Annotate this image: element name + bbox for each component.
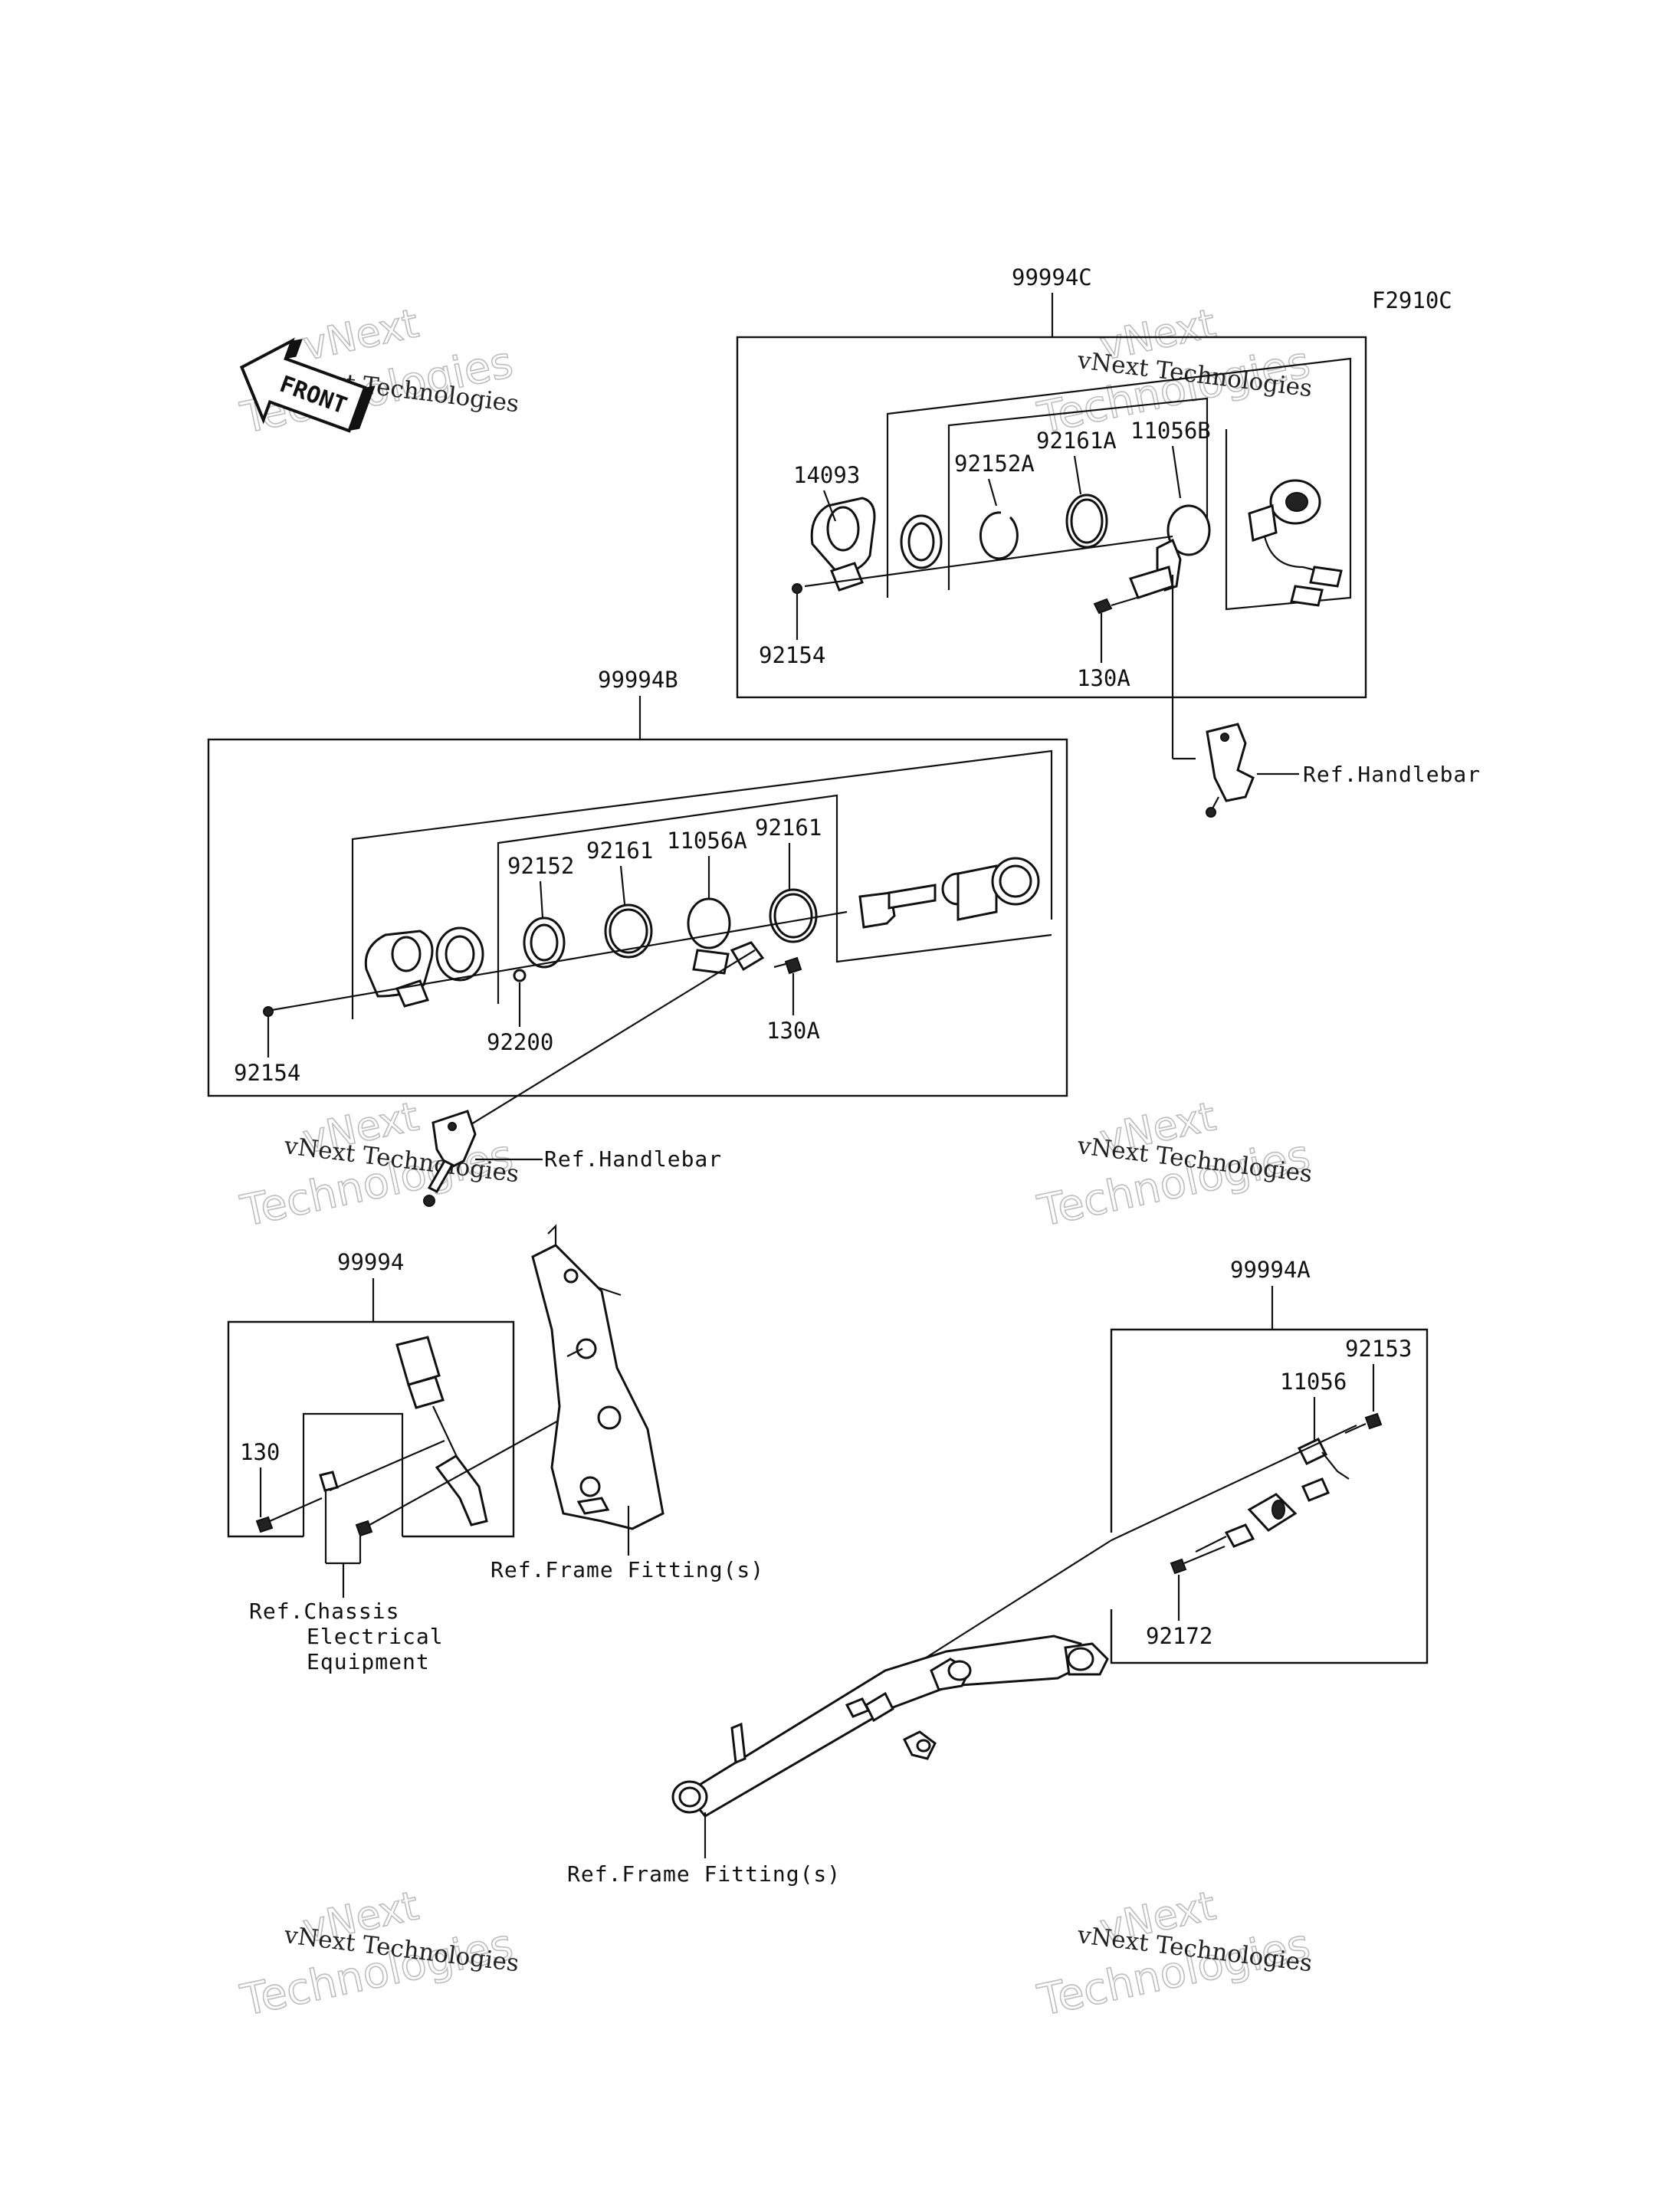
label-130A-b: 130A	[766, 1018, 820, 1044]
watermark-mid-right: vNext Technologies vNext Technologies	[1033, 1094, 1315, 1238]
label-92200: 92200	[487, 1029, 553, 1055]
ref-frame-99994A: Ref.Frame Fitting(s)	[567, 1861, 841, 1887]
group-99994: 99994 130 Ref.Chassis Electrica	[227, 1224, 764, 1674]
group-label-99994B: 99994B	[598, 667, 678, 693]
clip-92152A	[979, 511, 1019, 560]
screw-130A-b	[773, 956, 802, 975]
label-130A-c: 130A	[1077, 665, 1130, 691]
screw-92154-c	[792, 583, 802, 594]
group-box-99994	[227, 1320, 515, 1538]
label-130: 130	[240, 1439, 280, 1465]
label-11056: 11056	[1280, 1369, 1347, 1395]
label-14093: 14093	[793, 462, 860, 488]
screw-92154-b	[263, 1006, 274, 1017]
group-label-99994C: 99994C	[1012, 264, 1092, 290]
frame-tube-99994A	[671, 1635, 1109, 1818]
watermark-bottom-right: vNext Technologies vNext Technologies	[1033, 1883, 1315, 2027]
label-92153: 92153	[1345, 1336, 1412, 1362]
label-92161b: 92161	[755, 815, 822, 841]
group-label-99994A: 99994A	[1230, 1257, 1311, 1283]
ref-handlebar-b: Ref.Handlebar	[544, 1146, 722, 1172]
switch-92172-assembly	[1195, 1493, 1298, 1553]
watermark-mid-left: vNext Technologies vNext Technologies	[236, 1094, 520, 1238]
socket-assembly	[1248, 479, 1343, 607]
switch-housing-14093	[810, 497, 876, 592]
washer-92200	[513, 969, 527, 982]
bracket-11056A	[687, 897, 765, 975]
group-box-99994A	[1110, 1328, 1429, 1664]
group-box-99994B	[207, 738, 1068, 1097]
ref-chassis-line2: Electrical	[307, 1624, 444, 1649]
bolt-92172	[1170, 1545, 1226, 1575]
handlebar-clamp-b	[423, 1110, 477, 1207]
label-92161A: 92161A	[1036, 428, 1117, 454]
label-92172: 92172	[1146, 1623, 1212, 1649]
ring-part-b1	[435, 926, 484, 982]
label-92154-b: 92154	[234, 1060, 300, 1086]
bolt-130	[255, 1497, 323, 1533]
label-92154-c: 92154	[759, 642, 825, 668]
switch-housing-b	[364, 930, 434, 1008]
bracket-11056	[1297, 1438, 1350, 1502]
ref-frame-99994: Ref.Frame Fitting(s)	[491, 1557, 764, 1582]
watermark-bottom-left: vNext Technologies vNext Technologies	[236, 1883, 520, 2027]
label-92152: 92152	[507, 853, 574, 879]
label-11056A: 11056A	[667, 828, 747, 854]
group-99994C: 99994C	[736, 264, 1481, 818]
handlebar-clamp-c	[1206, 723, 1255, 818]
ref-chassis-line3: Equipment	[307, 1649, 430, 1674]
group-box-99994C	[736, 336, 1367, 699]
label-92161a: 92161	[586, 838, 653, 864]
ref-chassis-line1: Ref.Chassis	[249, 1599, 399, 1624]
connector-clip-99994	[319, 1471, 339, 1563]
front-arrow-icon: FRONT	[239, 337, 376, 433]
ref-handlebar-c: Ref.Handlebar	[1303, 762, 1481, 787]
frame-bracket-99994	[531, 1224, 664, 1530]
group-99994B: 99994B	[207, 667, 1068, 1207]
group-label-99994: 99994	[337, 1249, 404, 1275]
socket-assembly-b	[858, 857, 1040, 929]
screw-130A-c	[1093, 592, 1150, 615]
bracket-11056B	[1128, 504, 1211, 599]
label-92152A: 92152A	[954, 451, 1035, 477]
figure-code: F2910C	[1372, 287, 1452, 313]
label-11056B: 11056B	[1130, 418, 1211, 444]
screw-92153	[1344, 1412, 1383, 1435]
group-99994A: 99994A 92153 11056 92172	[567, 1257, 1429, 1887]
harness-connector-99994	[395, 1336, 488, 1526]
